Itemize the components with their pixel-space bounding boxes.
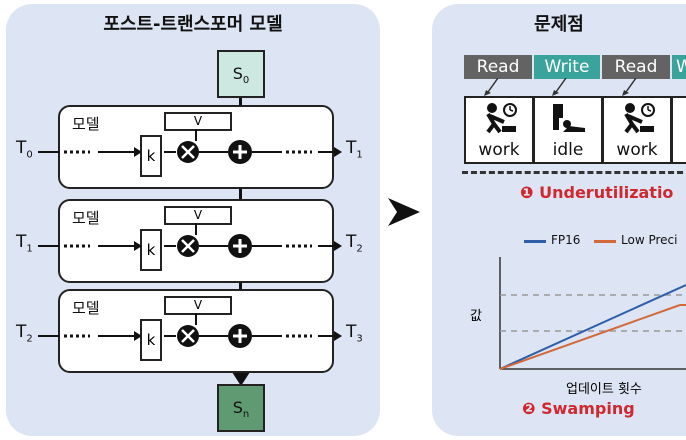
v-box: V (164, 296, 232, 315)
chart-y-label: 값 (470, 309, 482, 324)
model-label: 모델 (72, 209, 100, 227)
left-panel-title: 포스트-트랜스포머 모델 (103, 14, 283, 35)
output-token: T3 (346, 322, 363, 344)
worker-icon (486, 103, 517, 134)
state-arrow-head (232, 372, 250, 386)
output-token-sub: 2 (356, 243, 363, 255)
right-arrow-icon (388, 198, 420, 226)
state-s0-sub: 0 (242, 75, 250, 87)
idle-icon (553, 104, 585, 132)
state-s0-box: S0 (217, 50, 265, 98)
input-token-sub: 0 (26, 149, 33, 161)
dashed-separator (462, 171, 686, 174)
chart-low-line-rise (499, 304, 681, 370)
k-box: k (140, 319, 162, 361)
rw-write-2: W (672, 55, 686, 79)
output-token-label: T (346, 322, 357, 342)
block-flow (38, 223, 342, 258)
output-token-label: T (346, 232, 357, 252)
legend-low-swatch (594, 240, 616, 243)
v-box: V (164, 112, 232, 131)
cell-work-2-label: work (616, 140, 658, 160)
issue-swamping: ❷ Swamping (522, 399, 635, 418)
input-token: T1 (16, 232, 33, 254)
output-token-sub: 1 (356, 149, 363, 161)
rw-write-1: Write (534, 55, 600, 79)
cell-idle-label: idle (552, 140, 584, 160)
legend-low-label: Low Preci (621, 233, 678, 247)
input-token-sub: 2 (26, 333, 33, 345)
output-token-sub: 3 (356, 333, 363, 345)
state-sn-label: S (232, 398, 243, 417)
state-s0-label: S (232, 64, 243, 83)
legend-fp16-swatch (524, 240, 546, 243)
cell-work-1-label: work (478, 140, 520, 160)
chart-fp16-line (499, 284, 686, 370)
output-token-label: T (346, 138, 357, 158)
input-token-label: T (16, 322, 27, 342)
k-box: k (140, 135, 162, 177)
state-sn-box: Sn (217, 384, 265, 432)
model-label: 모델 (72, 115, 100, 133)
worker-icon (624, 103, 655, 134)
right-panel-title: 문제점 (534, 14, 584, 35)
rw-arrows (484, 78, 637, 96)
cell-work-1: work (464, 96, 534, 164)
block-flow (38, 313, 342, 348)
chart-x-label: 업데이트 횟수 (566, 382, 642, 397)
legend-fp16-label: FP16 (551, 233, 581, 247)
rw-read-1: Read (464, 55, 532, 79)
input-token-sub: 1 (26, 243, 33, 255)
cell-idle: idle (533, 96, 603, 164)
input-token-label: T (16, 232, 27, 252)
cell-partial (671, 96, 686, 164)
cell-work-2: work (602, 96, 672, 164)
output-token: T2 (346, 232, 363, 254)
model-label: 모델 (72, 299, 100, 317)
v-box: V (164, 206, 232, 225)
rw-read-2: Read (602, 55, 670, 79)
issue-underutilization: ❶ Underutilizatio (520, 183, 674, 202)
k-box: k (140, 229, 162, 271)
block-flow (38, 129, 342, 164)
input-token: T2 (16, 322, 33, 344)
input-token: T0 (16, 138, 33, 160)
state-sn-sub: n (242, 409, 250, 421)
swamping-chart (499, 257, 686, 370)
output-token: T1 (346, 138, 363, 160)
input-token-label: T (16, 138, 27, 158)
